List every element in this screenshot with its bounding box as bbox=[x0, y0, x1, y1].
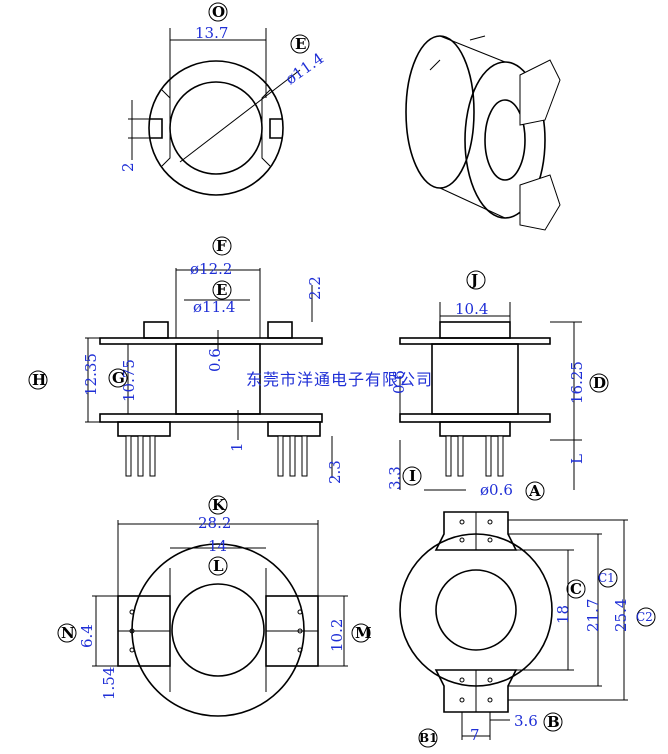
front-view: ø12.2 ø11.4 2.2 12.35 10.75 0.6 1 2.3 F … bbox=[28, 236, 344, 484]
top-right-slot bbox=[269, 118, 282, 139]
dim-top-width: 13.7 bbox=[195, 24, 228, 42]
right-view: 18 21.7 25.4 3.6 7 C C1 C2 B B1 bbox=[399, 511, 656, 748]
dim-side-pin-label: L bbox=[568, 454, 586, 464]
marker-d: D bbox=[593, 374, 606, 392]
dim-front-flange-thk: 0.6 bbox=[206, 348, 224, 372]
top-inner-bore bbox=[169, 81, 263, 175]
dim-top-slot: 2 bbox=[119, 162, 137, 172]
dim-side-width: 10.4 bbox=[455, 300, 488, 318]
watermark: 东莞市洋通电子有限公司 bbox=[246, 370, 433, 389]
marker-k: K bbox=[212, 496, 226, 514]
dim-front-tab-height: 2.2 bbox=[306, 276, 324, 300]
bottom-outer-circle bbox=[131, 543, 305, 717]
front-pins bbox=[125, 435, 308, 477]
dim-front-body-height: 10.75 bbox=[120, 359, 138, 402]
marker-e-top: E bbox=[295, 35, 306, 53]
dim-bottom-pin-pitch: 6.4 bbox=[78, 624, 96, 648]
marker-c: C bbox=[570, 580, 582, 598]
dim-bottom-pin-row: 1.54 bbox=[100, 667, 118, 700]
side-bottom-flange bbox=[399, 413, 551, 423]
dim-front-total-height: 12.35 bbox=[82, 353, 100, 396]
dim-side-pin-len: 3.3 bbox=[386, 466, 404, 490]
dim-bottom-inner: 14 bbox=[208, 537, 227, 555]
dim-front-flange-dia: ø12.2 bbox=[190, 260, 232, 278]
isometric-view bbox=[405, 35, 561, 231]
marker-h: H bbox=[32, 371, 46, 389]
bottom-inner-bore bbox=[171, 583, 265, 677]
dim-bottom-tab-height: 10.2 bbox=[328, 619, 346, 652]
dim-bottom-width: 28.2 bbox=[198, 514, 231, 532]
dim-side-flange-thk: 0.6 bbox=[390, 370, 408, 394]
dim-top-diameter: ø11.4 bbox=[282, 49, 327, 88]
marker-g: G bbox=[112, 369, 125, 387]
front-bottom-flange bbox=[99, 413, 323, 423]
right-outer-circle bbox=[399, 533, 553, 687]
marker-m: M bbox=[355, 624, 372, 642]
marker-c1: C1 bbox=[598, 571, 615, 585]
top-view: 13.7 ø11.4 2 O E bbox=[119, 2, 327, 196]
bottom-view: 28.2 14 6.4 1.54 10.2 K L N M bbox=[57, 495, 372, 717]
marker-e-front: E bbox=[216, 281, 227, 299]
right-inner-bore bbox=[435, 569, 517, 651]
iso-back-flange bbox=[405, 35, 475, 189]
marker-c2: C2 bbox=[636, 610, 653, 624]
top-diameter-leader bbox=[179, 69, 301, 163]
marker-l: L bbox=[213, 557, 224, 575]
dim-pin-dia: ø0.6 bbox=[480, 481, 513, 499]
top-outer-circle bbox=[148, 60, 284, 196]
dim-front-base-thk: 1 bbox=[228, 442, 246, 452]
top-left-slot bbox=[150, 118, 163, 139]
iso-bottom-pin-block bbox=[519, 174, 561, 231]
marker-o: O bbox=[212, 3, 225, 21]
side-body bbox=[431, 343, 519, 415]
marker-b1: B1 bbox=[419, 731, 438, 745]
dim-side-height: 16.25 bbox=[568, 361, 586, 404]
dim-right-c2: 25.4 bbox=[612, 599, 630, 632]
marker-f: F bbox=[216, 237, 227, 255]
dim-right-pin-span: 7 bbox=[470, 726, 480, 744]
dim-right-c1: 21.7 bbox=[584, 599, 602, 632]
dim-front-pin-len: 2.3 bbox=[326, 460, 344, 484]
dim-right-pin-pitch: 3.6 bbox=[514, 712, 538, 730]
side-pins bbox=[445, 435, 504, 477]
marker-a: A bbox=[528, 482, 541, 500]
dim-right-inner: 18 bbox=[554, 605, 572, 624]
marker-i: I bbox=[409, 467, 416, 485]
marker-n: N bbox=[61, 624, 75, 642]
side-view: 10.4 0.6 16.25 3.3 L ø0.6 J D I A bbox=[386, 270, 609, 501]
marker-b: B bbox=[547, 713, 560, 731]
marker-j: J bbox=[469, 271, 478, 289]
iso-top-pin-block bbox=[519, 59, 561, 126]
side-top-flange bbox=[399, 337, 551, 345]
iso-bore bbox=[484, 99, 526, 181]
front-top-flange bbox=[99, 337, 323, 345]
dim-front-bore-dia: ø11.4 bbox=[193, 298, 235, 316]
